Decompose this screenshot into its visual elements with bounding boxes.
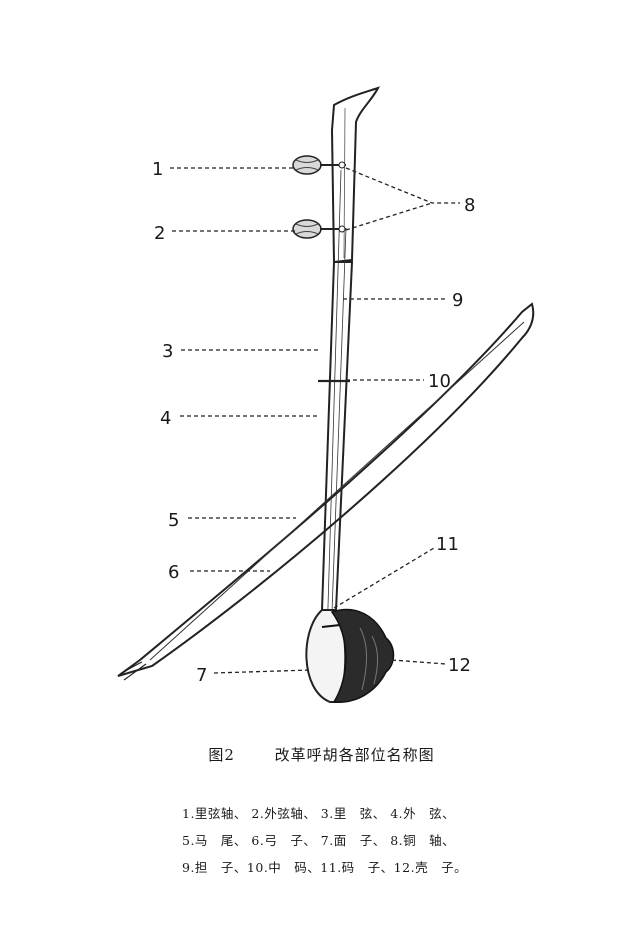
label-8: 8 — [464, 195, 475, 216]
label-11: 11 — [436, 534, 459, 555]
bow-hair — [149, 321, 525, 661]
label-10: 10 — [428, 371, 451, 392]
label-12: 12 — [448, 655, 471, 676]
peg-inner — [292, 155, 346, 175]
label-6: 6 — [168, 562, 179, 583]
figure-caption: 图2 改革呼胡各部位名称图 — [0, 744, 643, 765]
bow-tail — [117, 661, 147, 681]
inner-string — [326, 169, 342, 641]
figure-title: 改革呼胡各部位名称图 — [274, 746, 435, 764]
legend-line: 5.马 尾、 6.弓 子、 7.面 子、 8.铜 轴、 — [182, 833, 456, 848]
label-3: 3 — [162, 341, 173, 362]
label-5: 5 — [168, 510, 179, 531]
skin-bridge — [321, 624, 341, 628]
shell-texture — [359, 627, 378, 691]
label-9: 9 — [452, 290, 463, 311]
label-7: 7 — [196, 665, 207, 686]
scroll-inner-line — [343, 107, 346, 259]
legend-line: 1.里弦轴、 2.外弦轴、 3.里 弦、 4.外 弦、 — [182, 806, 456, 821]
label-1: 1 — [152, 159, 163, 180]
peg-outer — [292, 219, 346, 239]
instrument-scroll — [330, 86, 380, 264]
huqin-diagram: 1 2 3 4 5 6 7 8 9 10 11 12 — [117, 86, 535, 703]
outer-string — [330, 227, 347, 641]
legend-line: 9.担 子、10.中 码、11.码 子、12.壳 子。 — [182, 860, 468, 875]
leader-lines — [170, 167, 460, 674]
label-4: 4 — [160, 408, 171, 429]
label-2: 2 — [154, 223, 165, 244]
figure-number: 图2 — [208, 746, 235, 764]
parts-legend: 1.里弦轴、 2.外弦轴、 3.里 弦、 4.外 弦、 5.马 尾、 6.弓 子… — [182, 800, 522, 881]
resonator-shell — [330, 608, 395, 703]
